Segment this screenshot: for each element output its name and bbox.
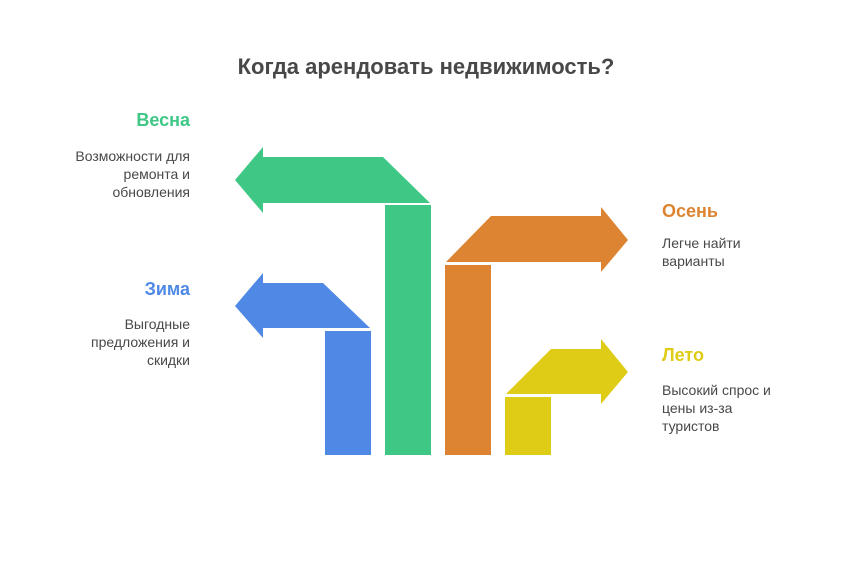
spring-description-line: Возможности для [75, 148, 190, 164]
winter-arrow-icon [235, 273, 370, 338]
summer-description-line: цены из-за [662, 400, 733, 416]
spring-description: Возможности для ремонта и обновления [20, 147, 190, 201]
summer-description: Высокий спрос и цены из-за туристов [662, 381, 832, 435]
winter-arrow [235, 273, 371, 455]
spring-description-line: обновления [112, 184, 190, 200]
diagram-title: Когда арендовать недвижимость? [237, 54, 615, 79]
summer-label: Лето [662, 345, 704, 365]
spring-label: Весна [136, 110, 190, 130]
spring-description-line: ремонта и [123, 166, 190, 182]
autumn-description-line: варианты [662, 253, 725, 269]
spring-arrow [235, 147, 431, 455]
winter-description-line: Выгодные [124, 316, 190, 332]
autumn-description-line: Легче найти [662, 235, 741, 251]
autumn-description: Легче найти варианты [662, 234, 832, 270]
winter-column [325, 331, 371, 455]
winter-label: Зима [144, 279, 190, 299]
summer-column [505, 397, 551, 455]
autumn-column [445, 265, 491, 455]
winter-description-line: скидки [146, 352, 190, 368]
winter-description: Выгодные предложения и скидки [20, 315, 190, 369]
summer-description-line: Высокий спрос и [662, 382, 771, 398]
winter-description-line: предложения и [91, 334, 190, 350]
summer-arrow-icon [506, 339, 628, 404]
summer-arrow [505, 339, 628, 455]
summer-description-line: туристов [662, 418, 720, 434]
autumn-arrow-icon [446, 207, 628, 272]
spring-column [385, 205, 431, 455]
autumn-label: Осень [662, 201, 718, 221]
spring-arrow-icon [235, 147, 430, 213]
autumn-arrow [445, 207, 628, 455]
